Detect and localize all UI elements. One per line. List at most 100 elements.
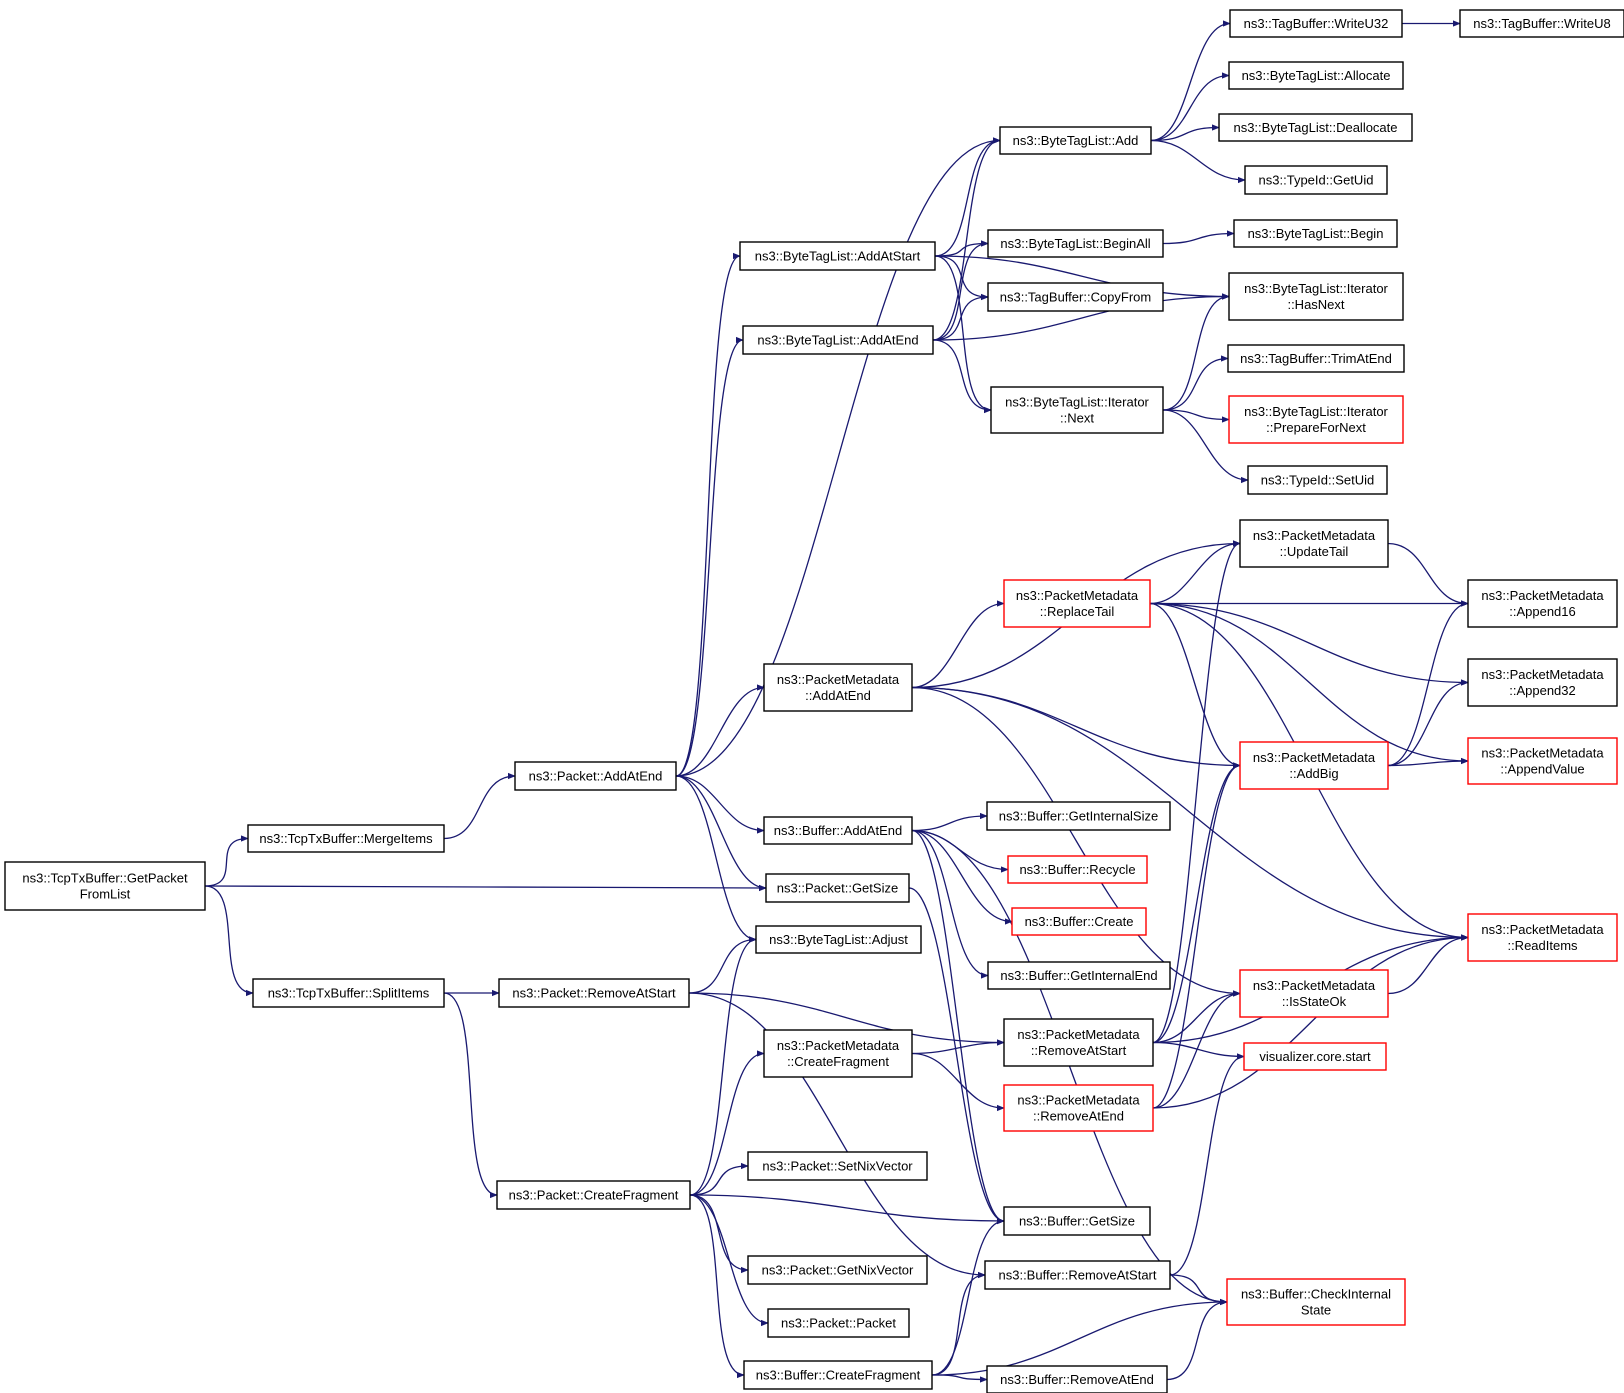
node-buffer-create[interactable]: ns3::Buffer::Create [1011,907,1147,936]
node-label: ::RemoveAtEnd [1033,1109,1124,1124]
node-label: ns3::Packet::AddAtEnd [529,769,663,784]
node-label: ns3::Packet::GetSize [777,881,898,896]
node-packet-packet[interactable]: ns3::Packet::Packet [767,1308,910,1338]
node-box [1003,1084,1154,1132]
call-edge-buffer-removeatend-to-buffer-checkinternalstate [1166,1298,1228,1381]
call-edge-packet-addatend-to-bytetaglist-addatend [675,336,744,777]
node-label: ns3::Buffer::CreateFragment [756,1368,921,1383]
node-box [1003,579,1151,628]
call-edge-buffer-removeatstart-to-buffer-checkinternalstate [1169,1274,1228,1306]
node-bytetaglist-begin[interactable]: ns3::ByteTagList::Begin [1233,219,1398,248]
node-buffer-getsize[interactable]: ns3::Buffer::GetSize [1003,1206,1151,1236]
node-typeid-getuid[interactable]: ns3::TypeId::GetUid [1244,165,1388,195]
node-tagbuffer-writeu32[interactable]: ns3::TagBuffer::WriteU32 [1229,9,1403,38]
node-buffer-removeatstart[interactable]: ns3::Buffer::RemoveAtStart [984,1260,1171,1290]
node-bytetaglist-addatend[interactable]: ns3::ByteTagList::AddAtEnd [742,325,934,355]
call-edge-pm-addatend-to-pm-replacetail [911,600,1005,689]
call-edge-packet-createfragment-to-packet-getnixvector [689,1194,749,1274]
node-box [1467,579,1618,628]
node-label: ns3::ByteTagList::Iterator [1005,395,1149,410]
node-box [763,816,913,845]
node-box [986,1365,1168,1393]
node-iterator-next[interactable]: ns3::ByteTagList::Iterator::Next [990,386,1164,434]
node-typeid-setuid[interactable]: ns3::TypeId::SetUid [1247,465,1388,495]
call-edge-packet-removeatstart-to-buffer-removeatstart [688,992,986,1279]
node-label: ::CreateFragment [787,1054,889,1069]
node-pm-replacetail[interactable]: ns3::PacketMetadata::ReplaceTail [1003,579,1151,628]
call-edge-pm-addatend-to-pm-readitems [911,686,1469,941]
node-box [1229,9,1403,38]
node-label: ns3::ByteTagList::Allocate [1242,68,1391,83]
node-label: ns3::TagBuffer::CopyFrom [1000,290,1152,305]
node-buffer-getinternalend[interactable]: ns3::Buffer::GetInternalEnd [987,961,1171,990]
node-buffer-createfragment[interactable]: ns3::Buffer::CreateFragment [743,1360,933,1390]
node-pm-removeatstart[interactable]: ns3::PacketMetadata::RemoveAtStart [1003,1018,1154,1067]
node-iterator-hasnext[interactable]: ns3::ByteTagList::Iterator::HasNext [1228,272,1404,321]
node-pm-readitems[interactable]: ns3::PacketMetadata::ReadItems [1467,913,1618,962]
node-bytetaglist-adjust[interactable]: ns3::ByteTagList::Adjust [755,925,922,954]
node-label: ns3::ByteTagList::Add [1013,133,1139,148]
node-buffer-getinternalsize[interactable]: ns3::Buffer::GetInternalSize [986,801,1171,831]
node-visualizer-core-start[interactable]: visualizer.core.start [1243,1042,1387,1071]
node-pm-append32[interactable]: ns3::PacketMetadata::Append32 [1467,658,1618,707]
node-label: State [1301,1303,1331,1318]
call-edge-packet-createfragment-to-packet-packet [689,1194,769,1327]
node-splititems[interactable]: ns3::TcpTxBuffer::SplitItems [252,978,445,1008]
node-buffer-removeatend[interactable]: ns3::Buffer::RemoveAtEnd [986,1365,1168,1393]
node-pm-append16[interactable]: ns3::PacketMetadata::Append16 [1467,579,1618,628]
node-packet-getsize[interactable]: ns3::Packet::GetSize [765,873,910,903]
node-pm-removeatend[interactable]: ns3::PacketMetadata::RemoveAtEnd [1003,1084,1154,1132]
call-edge-pm-addbig-to-pm-append16 [1387,600,1469,767]
node-box [4,861,206,911]
node-pm-addatend[interactable]: ns3::PacketMetadata::AddAtEnd [763,663,913,712]
node-label: visualizer.core.start [1259,1049,1371,1064]
node-box [987,229,1164,258]
call-edge-packet-removeatstart-to-pm-removeatstart [688,992,1005,1046]
node-label: ::IsStateOk [1282,994,1347,1009]
node-tagbuffer-copyfrom[interactable]: ns3::TagBuffer::CopyFrom [987,282,1164,312]
node-bytetaglist-beginall[interactable]: ns3::ByteTagList::BeginAll [987,229,1164,258]
call-edge-bytetaglist-addatend-to-iterator-next [932,339,992,414]
node-pm-isstateok[interactable]: ns3::PacketMetadata::IsStateOk [1239,969,1389,1018]
node-label: ns3::Buffer::GetSize [1019,1214,1135,1229]
node-bytetaglist-addatstart[interactable]: ns3::ByteTagList::AddAtStart [739,241,936,271]
node-box [1459,9,1624,38]
node-label: ::Append32 [1509,683,1576,698]
call-edge-pm-removeatend-to-pm-addbig [1152,762,1241,1109]
call-edge-bytetaglist-addatstart-to-iterator-hasnext [934,255,1230,300]
node-pm-createfragment[interactable]: ns3::PacketMetadata::CreateFragment [763,1029,913,1078]
node-packet-setnixvector[interactable]: ns3::Packet::SetNixVector [747,1151,928,1181]
node-label: ns3::PacketMetadata [1253,750,1376,765]
node-bytetaglist-allocate[interactable]: ns3::ByteTagList::Allocate [1228,61,1404,90]
node-mergeitems[interactable]: ns3::TcpTxBuffer::MergeItems [247,824,445,853]
node-box [1226,1278,1406,1326]
node-iterator-preparefornext[interactable]: ns3::ByteTagList::Iterator::PrepareForNe… [1228,395,1404,444]
node-bytetaglist-deallocate[interactable]: ns3::ByteTagList::Deallocate [1218,113,1413,142]
node-pm-appendvalue[interactable]: ns3::PacketMetadata::AppendValue [1467,737,1618,785]
node-packet-createfragment[interactable]: ns3::Packet::CreateFragment [496,1180,691,1210]
node-box [1467,658,1618,707]
node-box [747,1255,928,1285]
node-bytetaglist-add[interactable]: ns3::ByteTagList::Add [999,126,1152,155]
node-buffer-addatend[interactable]: ns3::Buffer::AddAtEnd [763,816,913,845]
node-packet-removeatstart[interactable]: ns3::Packet::RemoveAtStart [498,978,690,1008]
call-edge-packet-getsize-to-buffer-getsize [908,887,1005,1225]
node-pm-addbig[interactable]: ns3::PacketMetadata::AddBig [1239,741,1389,790]
node-label: ns3::PacketMetadata [777,672,900,687]
node-packet-addatend[interactable]: ns3::Packet::AddAtEnd [514,761,677,791]
node-buffer-recycle[interactable]: ns3::Buffer::Recycle [1007,855,1148,884]
node-packet-getnixvector[interactable]: ns3::Packet::GetNixVector [747,1255,928,1285]
node-tagbuffer-trimatend[interactable]: ns3::TagBuffer::TrimAtEnd [1227,344,1405,373]
node-pm-updatetail[interactable]: ns3::PacketMetadata::UpdateTail [1239,519,1389,568]
node-box [496,1180,691,1210]
node-label: ns3::Packet::CreateFragment [509,1188,679,1203]
node-box [1243,1042,1387,1071]
node-label: ns3::PacketMetadata [1481,746,1604,761]
node-label: ::AddAtEnd [805,688,871,703]
node-label: ns3::TcpTxBuffer::MergeItems [259,831,433,846]
call-edge-mergeitems-to-packet-addatend [443,772,516,840]
node-tagbuffer-writeu8[interactable]: ns3::TagBuffer::WriteU8 [1459,9,1624,38]
node-label: ns3::Packet::Packet [781,1316,896,1331]
